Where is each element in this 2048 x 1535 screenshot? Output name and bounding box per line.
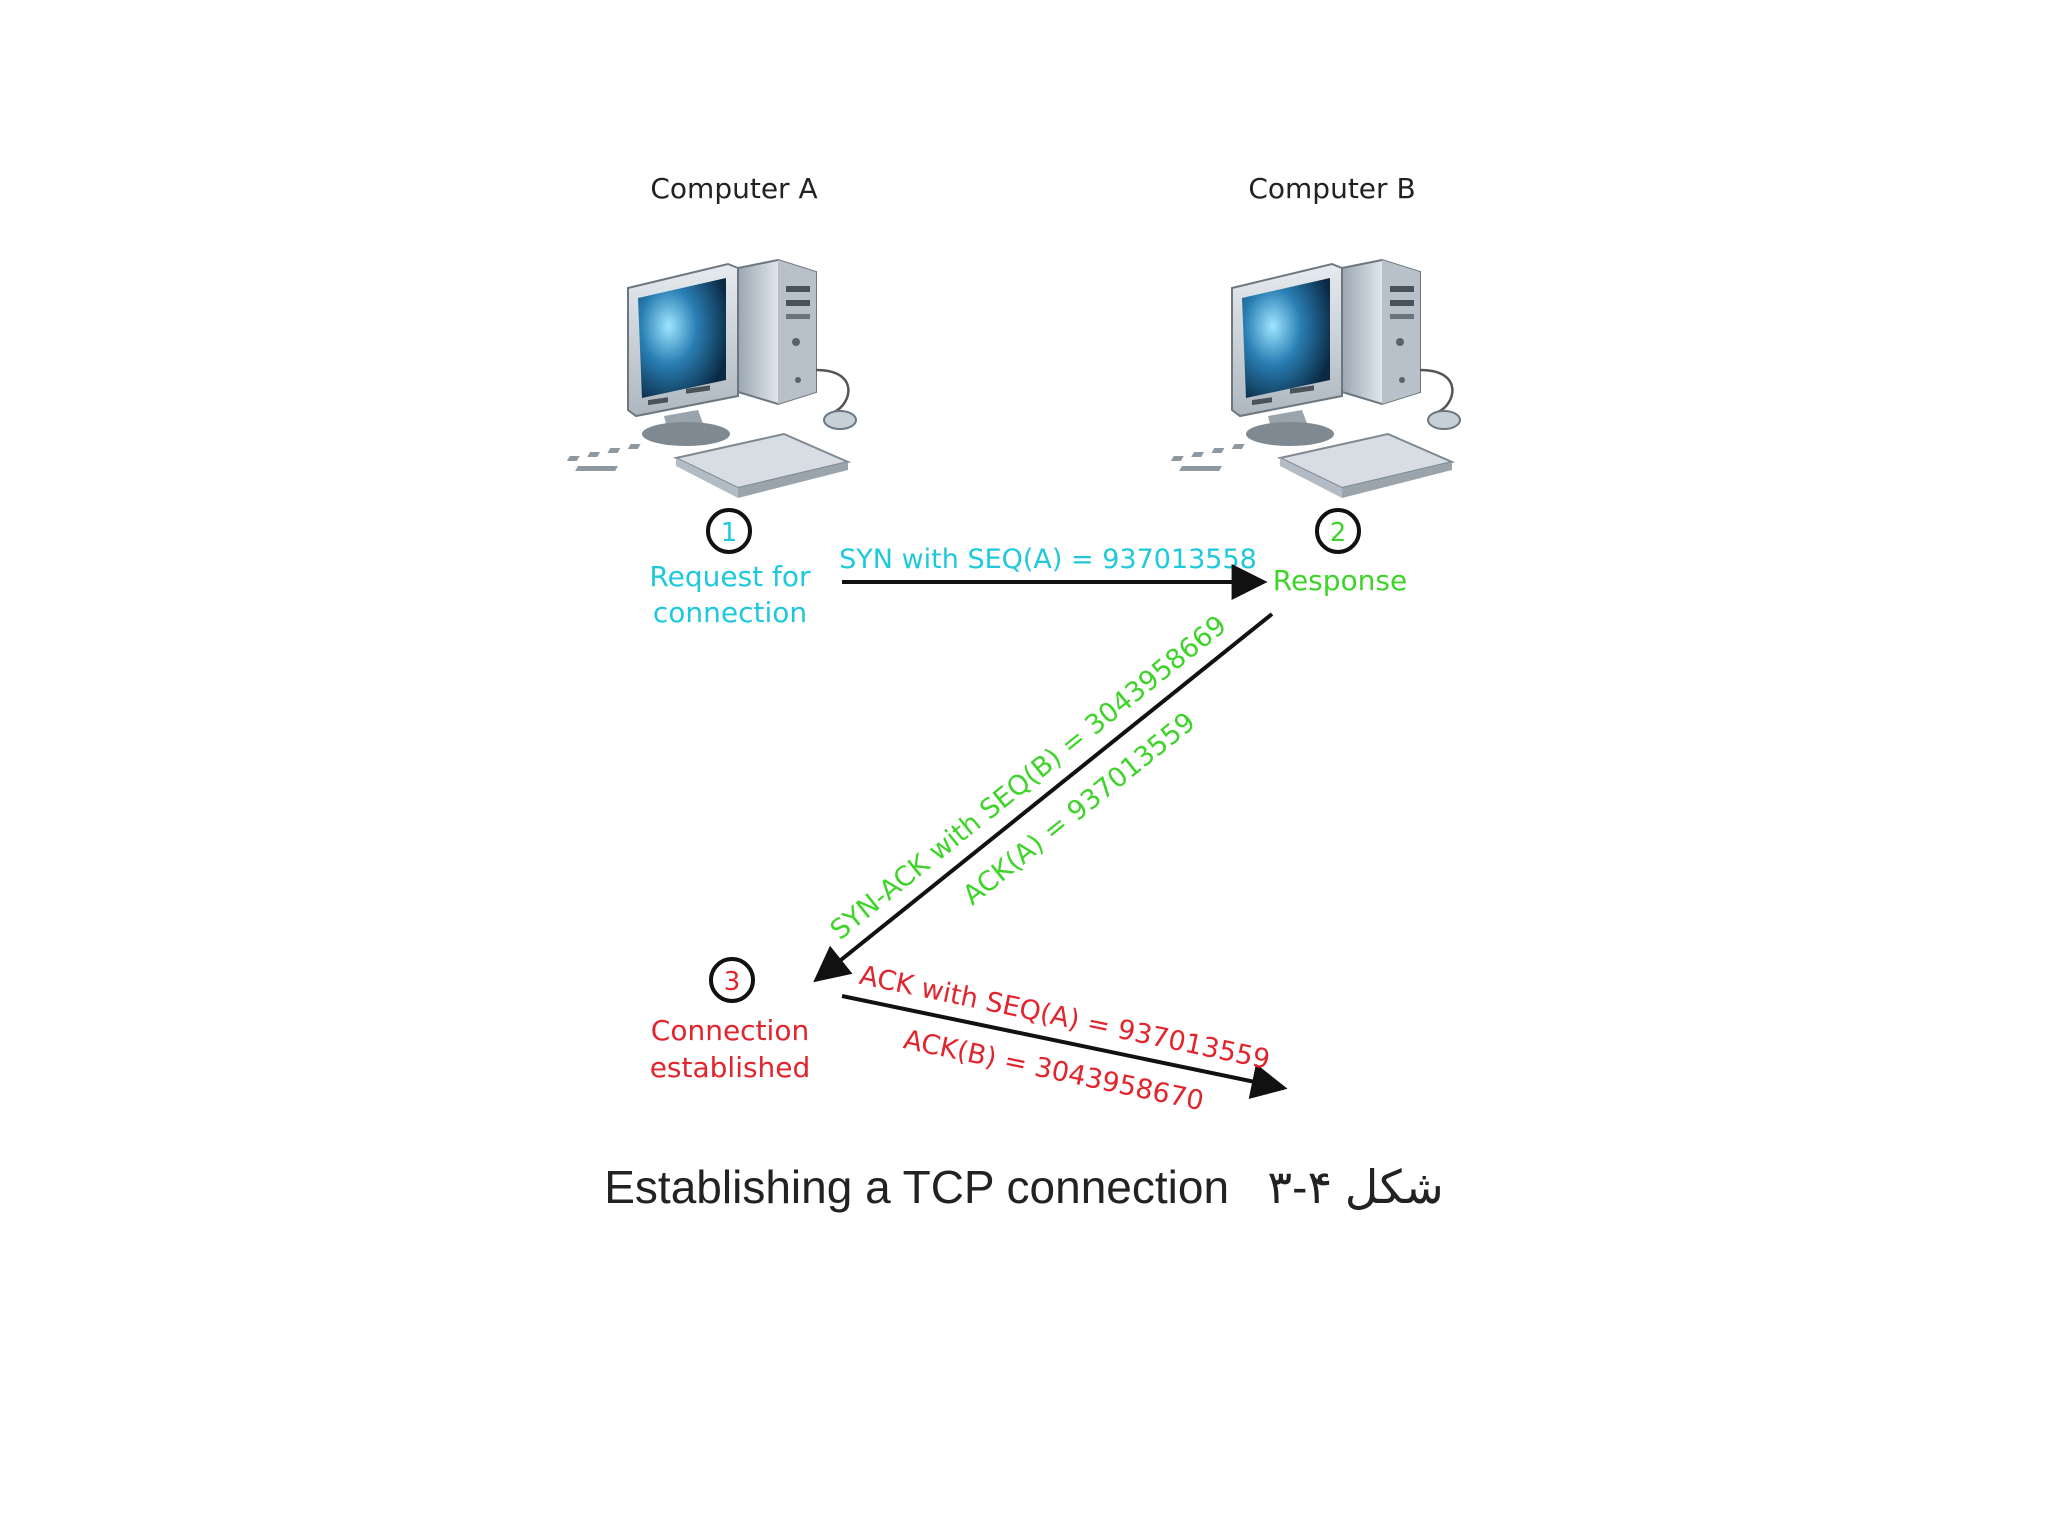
step-1-badge [706,508,752,554]
step-1: 1 Request for connection [649,508,811,629]
syn-ack-arrow [813,612,1274,983]
computer-b-label: Computer B [1248,172,1415,205]
step-3: 3 Connection established [650,957,811,1084]
figure-caption: Establishing a TCP connection شکل ۴-۳ [0,1160,2048,1214]
ack-arrow [841,994,1288,1100]
step-3-number: 3 [724,967,741,997]
syn-message: SYN with SEQ(A) = 937013558 [839,544,1268,600]
computer-b: Computer B [1169,172,1462,500]
step-3-label-line1: Connection [651,1014,809,1047]
caption-persian: شکل ۴-۳ [1267,1161,1444,1213]
caption-english: Establishing a TCP connection [604,1161,1230,1213]
step-1-label-line1: Request for [649,560,811,593]
ack-message: ACK with SEQ(A) = 937013559 ACK(B) = 304… [841,960,1288,1117]
step-1-number: 1 [721,518,738,548]
step-1-label-line2: connection [653,596,807,629]
syn-ack-label-line1: SYN-ACK with SEQ(B) = 3043958669 [825,610,1233,947]
step-2-number: 2 [1330,518,1347,548]
desktop-computer-icon [1169,258,1462,500]
computer-a-label: Computer A [650,172,817,205]
step-3-badge [709,957,755,1003]
desktop-computer-icon [565,258,858,500]
syn-label: SYN with SEQ(A) = 937013558 [839,544,1257,575]
step-2-label: Response [1273,564,1407,597]
step-2: 2 Response [1273,508,1407,597]
step-3-label-line2: established [650,1051,811,1084]
step-2-badge [1315,508,1361,554]
syn-ack-message: SYN-ACK with SEQ(B) = 3043958669 ACK(A) … [813,610,1274,983]
computer-a: Computer A [565,172,858,500]
